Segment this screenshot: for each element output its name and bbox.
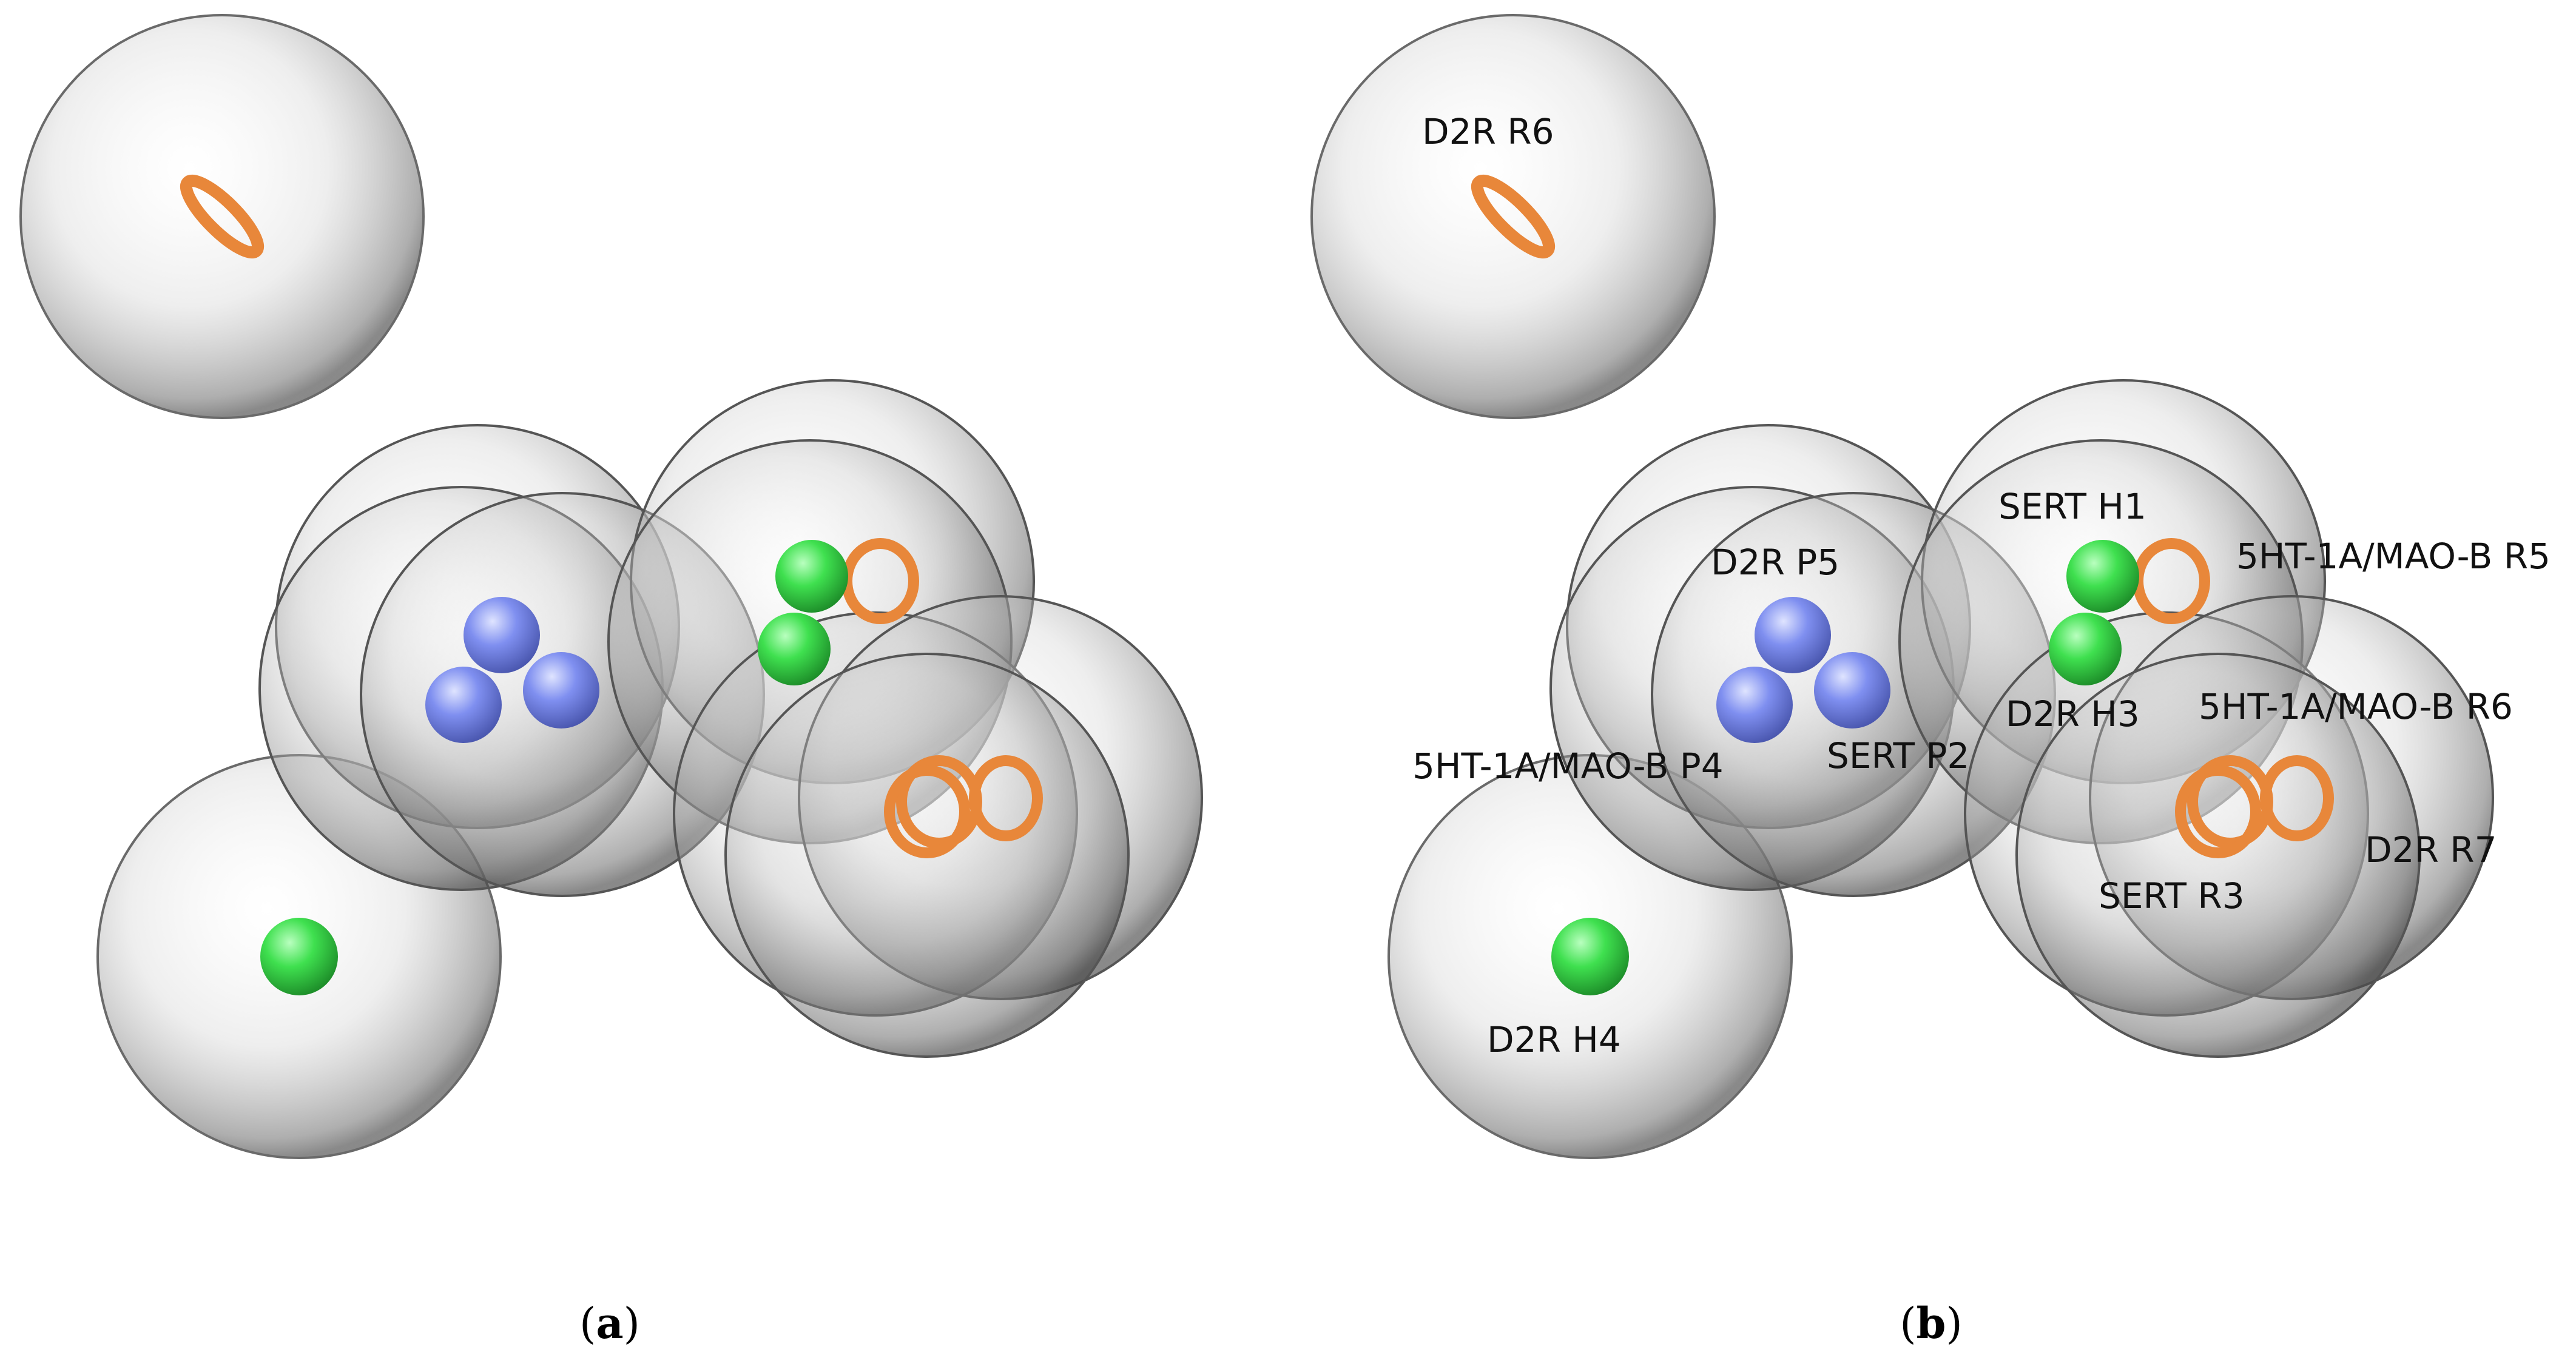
hydrophobe-sphere xyxy=(2049,613,2122,685)
label-5ht1a-maob-r6: 5HT-1A/MAO-B R6 xyxy=(2199,686,2513,727)
positive-features xyxy=(1716,597,1890,743)
positive-sphere xyxy=(1814,652,1890,728)
positive-sphere xyxy=(425,667,502,743)
label-d2r-p5: D2R P5 xyxy=(1711,542,1839,583)
hydrophobic-features xyxy=(260,540,848,995)
label-sert-r3: SERT R3 xyxy=(2099,875,2245,917)
label-d2r-r7: D2R R7 xyxy=(2365,829,2497,870)
positive-sphere xyxy=(464,597,540,673)
hydrophobe-sphere xyxy=(758,613,831,685)
label-sert-h1: SERT H1 xyxy=(1998,486,2146,527)
hydrophobic-features xyxy=(1551,540,2139,995)
tolerance-sphere xyxy=(1310,14,1716,419)
hydrophobe-sphere xyxy=(1551,918,1629,995)
tolerance-sphere xyxy=(19,14,425,419)
aromatic-rings xyxy=(1471,174,2334,858)
label-5ht1a-maob-r5: 5HT-1A/MAO-B R5 xyxy=(2236,536,2551,577)
hydrophobe-sphere xyxy=(2066,540,2139,613)
panel-b: D2R R6 SERT H1 5HT-1A/MAO-B R5 D2R P5 5H… xyxy=(1310,14,2551,1348)
aromatic-ring xyxy=(2175,765,2261,858)
panel-b-caption: (b) xyxy=(1900,1298,1963,1348)
aromatic-rings xyxy=(180,174,1043,858)
aromatic-ring xyxy=(1471,174,1556,259)
hydrophobe-sphere xyxy=(260,918,338,995)
label-d2r-r6: D2R R6 xyxy=(1422,111,1554,152)
positive-sphere xyxy=(523,652,599,728)
positive-sphere xyxy=(1716,667,1793,743)
aromatic-ring xyxy=(2187,755,2273,849)
tolerance-spheres xyxy=(19,14,1203,1159)
panel-a: (a) xyxy=(19,14,1203,1348)
panel-a-caption: (a) xyxy=(579,1298,640,1348)
aromatic-ring xyxy=(180,174,265,259)
label-sert-p2: SERT P2 xyxy=(1827,735,1969,776)
feature-labels: D2R R6 SERT H1 5HT-1A/MAO-B R5 D2R P5 5H… xyxy=(1412,111,2551,1060)
positive-features xyxy=(425,597,599,743)
aromatic-ring xyxy=(884,765,970,858)
label-d2r-h3: D2R H3 xyxy=(2006,693,2140,735)
label-d2r-h4: D2R H4 xyxy=(1487,1019,1621,1060)
aromatic-ring xyxy=(896,755,982,849)
hydrophobe-sphere xyxy=(775,540,848,613)
label-5ht1a-maob-p4: 5HT-1A/MAO-B P4 xyxy=(1412,745,1724,787)
positive-sphere xyxy=(1755,597,1831,673)
